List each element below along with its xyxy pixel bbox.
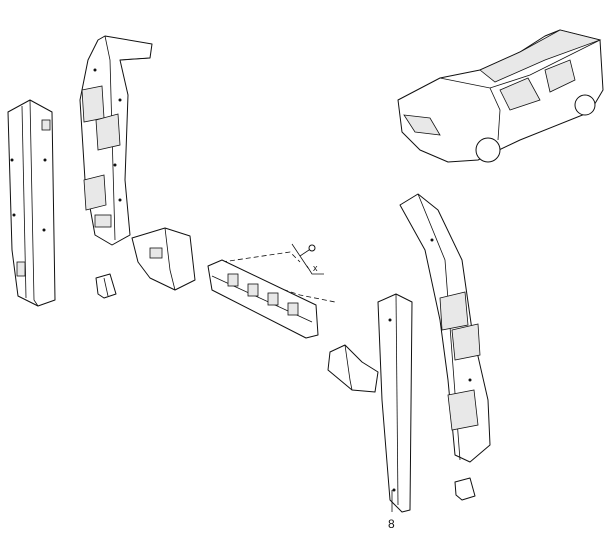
b-pillar-outer-strip: 8 — [377, 293, 413, 531]
b-pillar-inner-right — [399, 193, 491, 463]
b-pillar-inner-left — [79, 35, 153, 246]
screw-axis-label: x — [313, 263, 318, 273]
clip-right — [454, 477, 476, 501]
left-pillar-panel — [7, 99, 56, 307]
callout-8: 8 — [388, 517, 395, 531]
vehicle-locator-icon — [397, 29, 604, 163]
clip-left — [95, 273, 117, 299]
bracket-upper — [131, 227, 196, 291]
crossmember — [207, 251, 336, 339]
bracket-lower — [327, 344, 379, 393]
screw: x — [291, 243, 324, 275]
